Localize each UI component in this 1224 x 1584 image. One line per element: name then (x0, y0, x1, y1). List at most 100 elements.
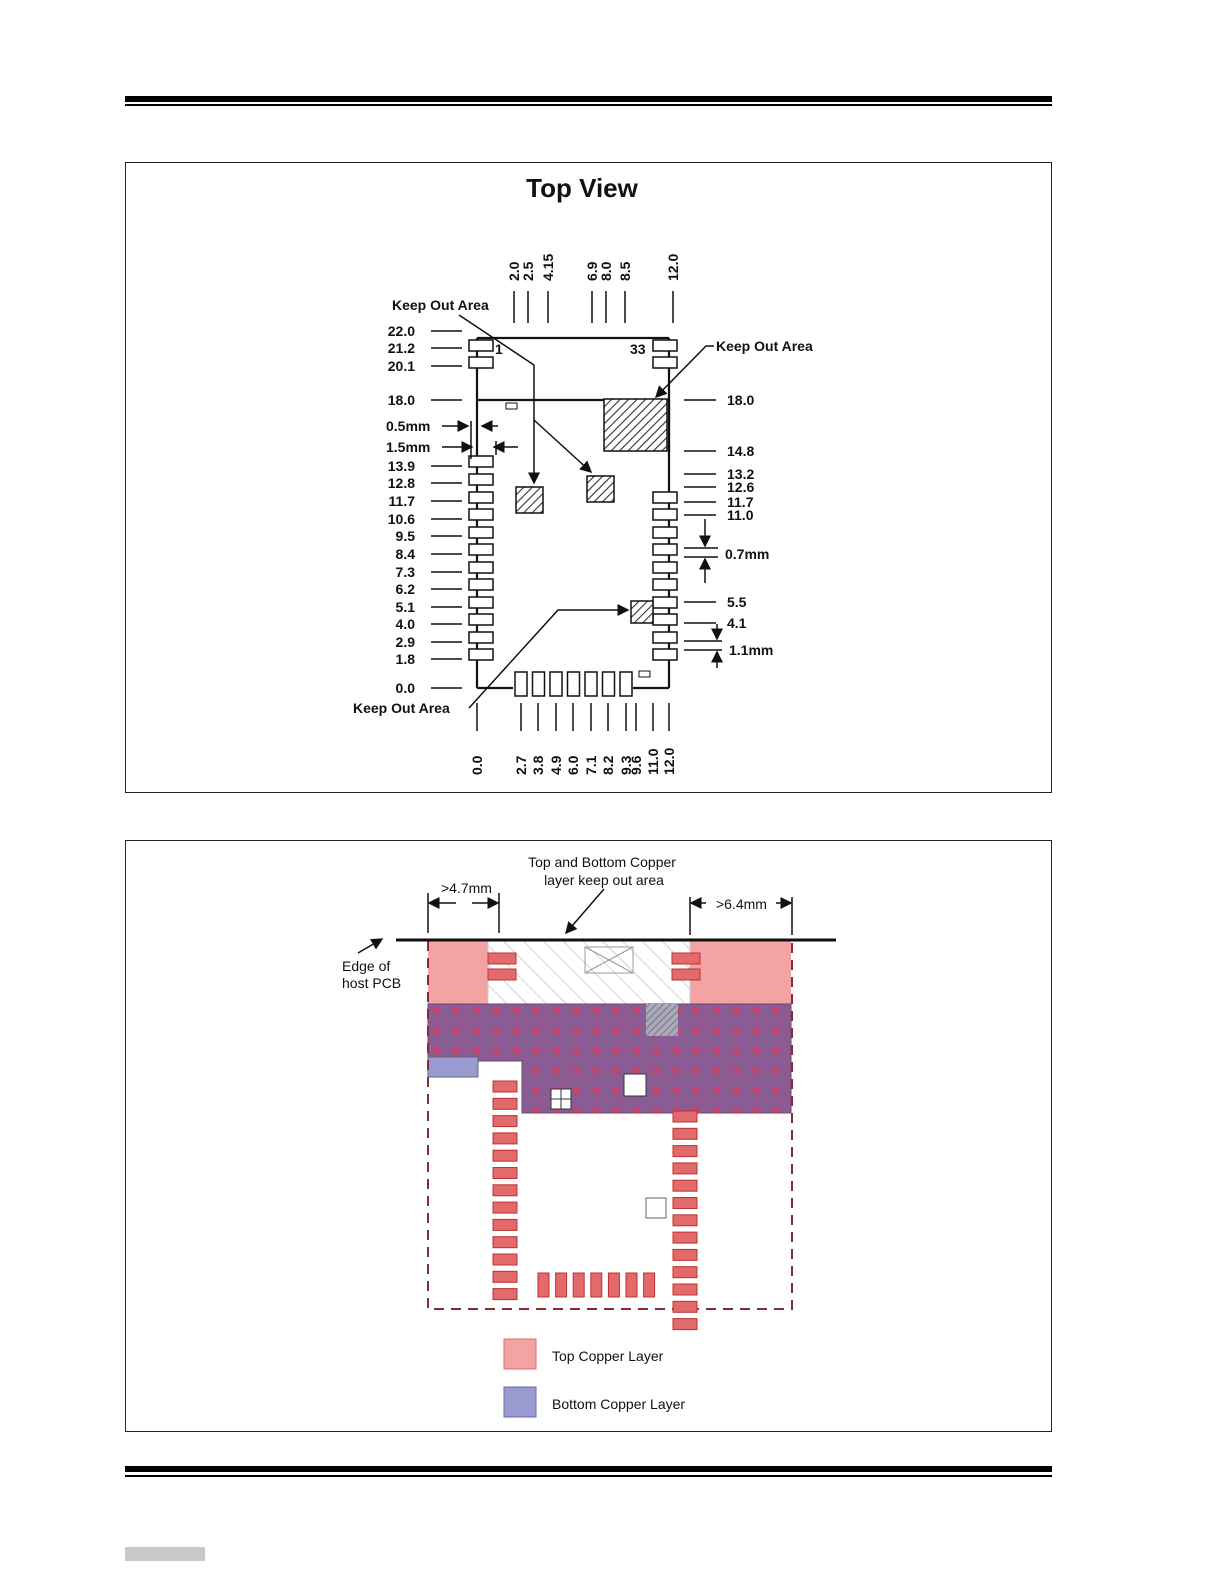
bottom-pad (584, 671, 598, 697)
fiducial-mark (638, 670, 651, 678)
right-module-pad (672, 1266, 698, 1279)
left-dim-label: 12.8 (388, 475, 415, 491)
placement-figure: Top and Bottom Copper layer keep out are… (125, 840, 1052, 1432)
right-module-pad (672, 1162, 698, 1175)
dim-0-7mm: 0.7mm (725, 546, 769, 562)
right-pad (652, 613, 678, 626)
left-dim-label: 13.9 (388, 458, 415, 474)
right-dim-label: 18.0 (727, 392, 754, 408)
bottom-dim-label: 9.6 (628, 755, 644, 775)
left-pad (468, 339, 494, 352)
right-module-pad (672, 1214, 698, 1227)
left-dim-label: 0.0 (396, 680, 416, 696)
right-module-pad (672, 1248, 698, 1261)
bottom-dim-label: 11.0 (645, 748, 661, 775)
right-pad (652, 356, 678, 369)
dim-0-5mm: 0.5mm (386, 418, 430, 434)
right-module-pad (672, 1127, 698, 1140)
bottom-dim-label: 9.3 (618, 755, 634, 775)
left-pad (468, 613, 494, 626)
left-dim-label: 1.8 (396, 651, 416, 667)
right-module-pad (672, 1283, 698, 1296)
top-module-pad (671, 968, 701, 981)
bottom-module-pad (537, 1272, 550, 1298)
right-dim-label: 5.5 (727, 594, 747, 610)
keep-out-caption-line2: layer keep out area (544, 872, 664, 888)
right-dim-label: 11.0 (727, 507, 754, 523)
left-dim-label: 8.4 (396, 546, 416, 562)
placement-pads (487, 952, 701, 1331)
footer-tab (125, 1547, 205, 1561)
bottom-dim-label: 2.7 (513, 755, 529, 775)
left-pad (468, 578, 494, 591)
right-pad (652, 648, 678, 661)
right-pad (652, 543, 678, 556)
left-dim-label: 22.0 (388, 323, 415, 339)
square-pad (623, 1073, 647, 1097)
left-dim-label: 2.9 (396, 634, 416, 650)
left-dim-label: 5.1 (396, 599, 416, 615)
right-pad (652, 508, 678, 521)
top-dim-label: 2.5 (520, 261, 536, 281)
left-module-pad (492, 1167, 518, 1179)
left-pad (468, 596, 494, 609)
bottom-dim-label: 4.9 (548, 755, 564, 775)
left-dim-label: 18.0 (388, 392, 415, 408)
bottom-pad (514, 671, 528, 697)
right-module-pad (672, 1300, 698, 1313)
legend-top-copper-swatch (503, 1338, 537, 1370)
left-dim-label: 7.3 (396, 564, 416, 580)
keep-out-label-top: Keep Out Area (392, 297, 489, 313)
bottom-module-pad (555, 1272, 568, 1298)
bottom-dim-label: 3.8 (530, 755, 546, 775)
left-pad (468, 648, 494, 661)
left-dim-label: 21.2 (388, 340, 415, 356)
dim-right-label: >6.4mm (716, 896, 767, 912)
right-module-pad (672, 1318, 698, 1331)
dim-1-1mm: 1.1mm (729, 642, 773, 658)
right-pad (652, 339, 678, 352)
left-pad (468, 491, 494, 504)
left-dim-label: 20.1 (388, 358, 415, 374)
left-module-pad (492, 1115, 518, 1128)
left-dim-label: 4.0 (396, 616, 416, 632)
keep-out-caption-line1: Top and Bottom Copper (528, 854, 676, 870)
antenna-chip (584, 946, 634, 974)
top-dim-label: 8.0 (598, 261, 614, 281)
legend-bottom-copper-swatch (503, 1386, 537, 1418)
fiducial-mark (505, 402, 518, 410)
bottom-module-pad (590, 1272, 603, 1298)
left-pad (468, 473, 494, 486)
right-dim-label: 13.2 (727, 466, 754, 482)
bottom-module-pad (572, 1272, 585, 1298)
bottom-module-pad (625, 1272, 638, 1298)
keep-out-area-2 (586, 475, 615, 503)
bottom-pad (601, 671, 616, 697)
header-rule-thick (125, 96, 1052, 102)
keep-out-area-3 (630, 600, 654, 624)
right-pad (652, 578, 678, 591)
left-pad (468, 543, 494, 556)
right-dim-label: 12.6 (727, 479, 754, 495)
left-module-pad (492, 1253, 518, 1266)
header-rule-thin (125, 104, 1052, 106)
top-dim-label: 6.9 (584, 261, 600, 281)
top-dim-label: 4.15 (540, 254, 556, 281)
bottom-pad (619, 671, 633, 697)
dim-left-label: >4.7mm (441, 880, 492, 896)
legend-top-copper-label: Top Copper Layer (552, 1348, 664, 1364)
right-module-pad (672, 1145, 698, 1158)
footer-rule-thick (125, 1466, 1052, 1472)
keep-out-area-1 (515, 486, 544, 514)
left-pad (468, 508, 494, 521)
right-dim-label: 14.8 (727, 443, 754, 459)
bottom-pad (531, 671, 546, 697)
top-dim-label: 8.5 (617, 261, 633, 281)
right-module-pad (672, 1231, 698, 1244)
left-module-pad (492, 1201, 518, 1214)
right-dim-label: 4.1 (727, 615, 747, 631)
left-module-pad (492, 1288, 518, 1301)
top-view-title: Top View (526, 173, 638, 203)
bottom-copper-strip (427, 1056, 479, 1078)
right-pad (652, 491, 678, 504)
